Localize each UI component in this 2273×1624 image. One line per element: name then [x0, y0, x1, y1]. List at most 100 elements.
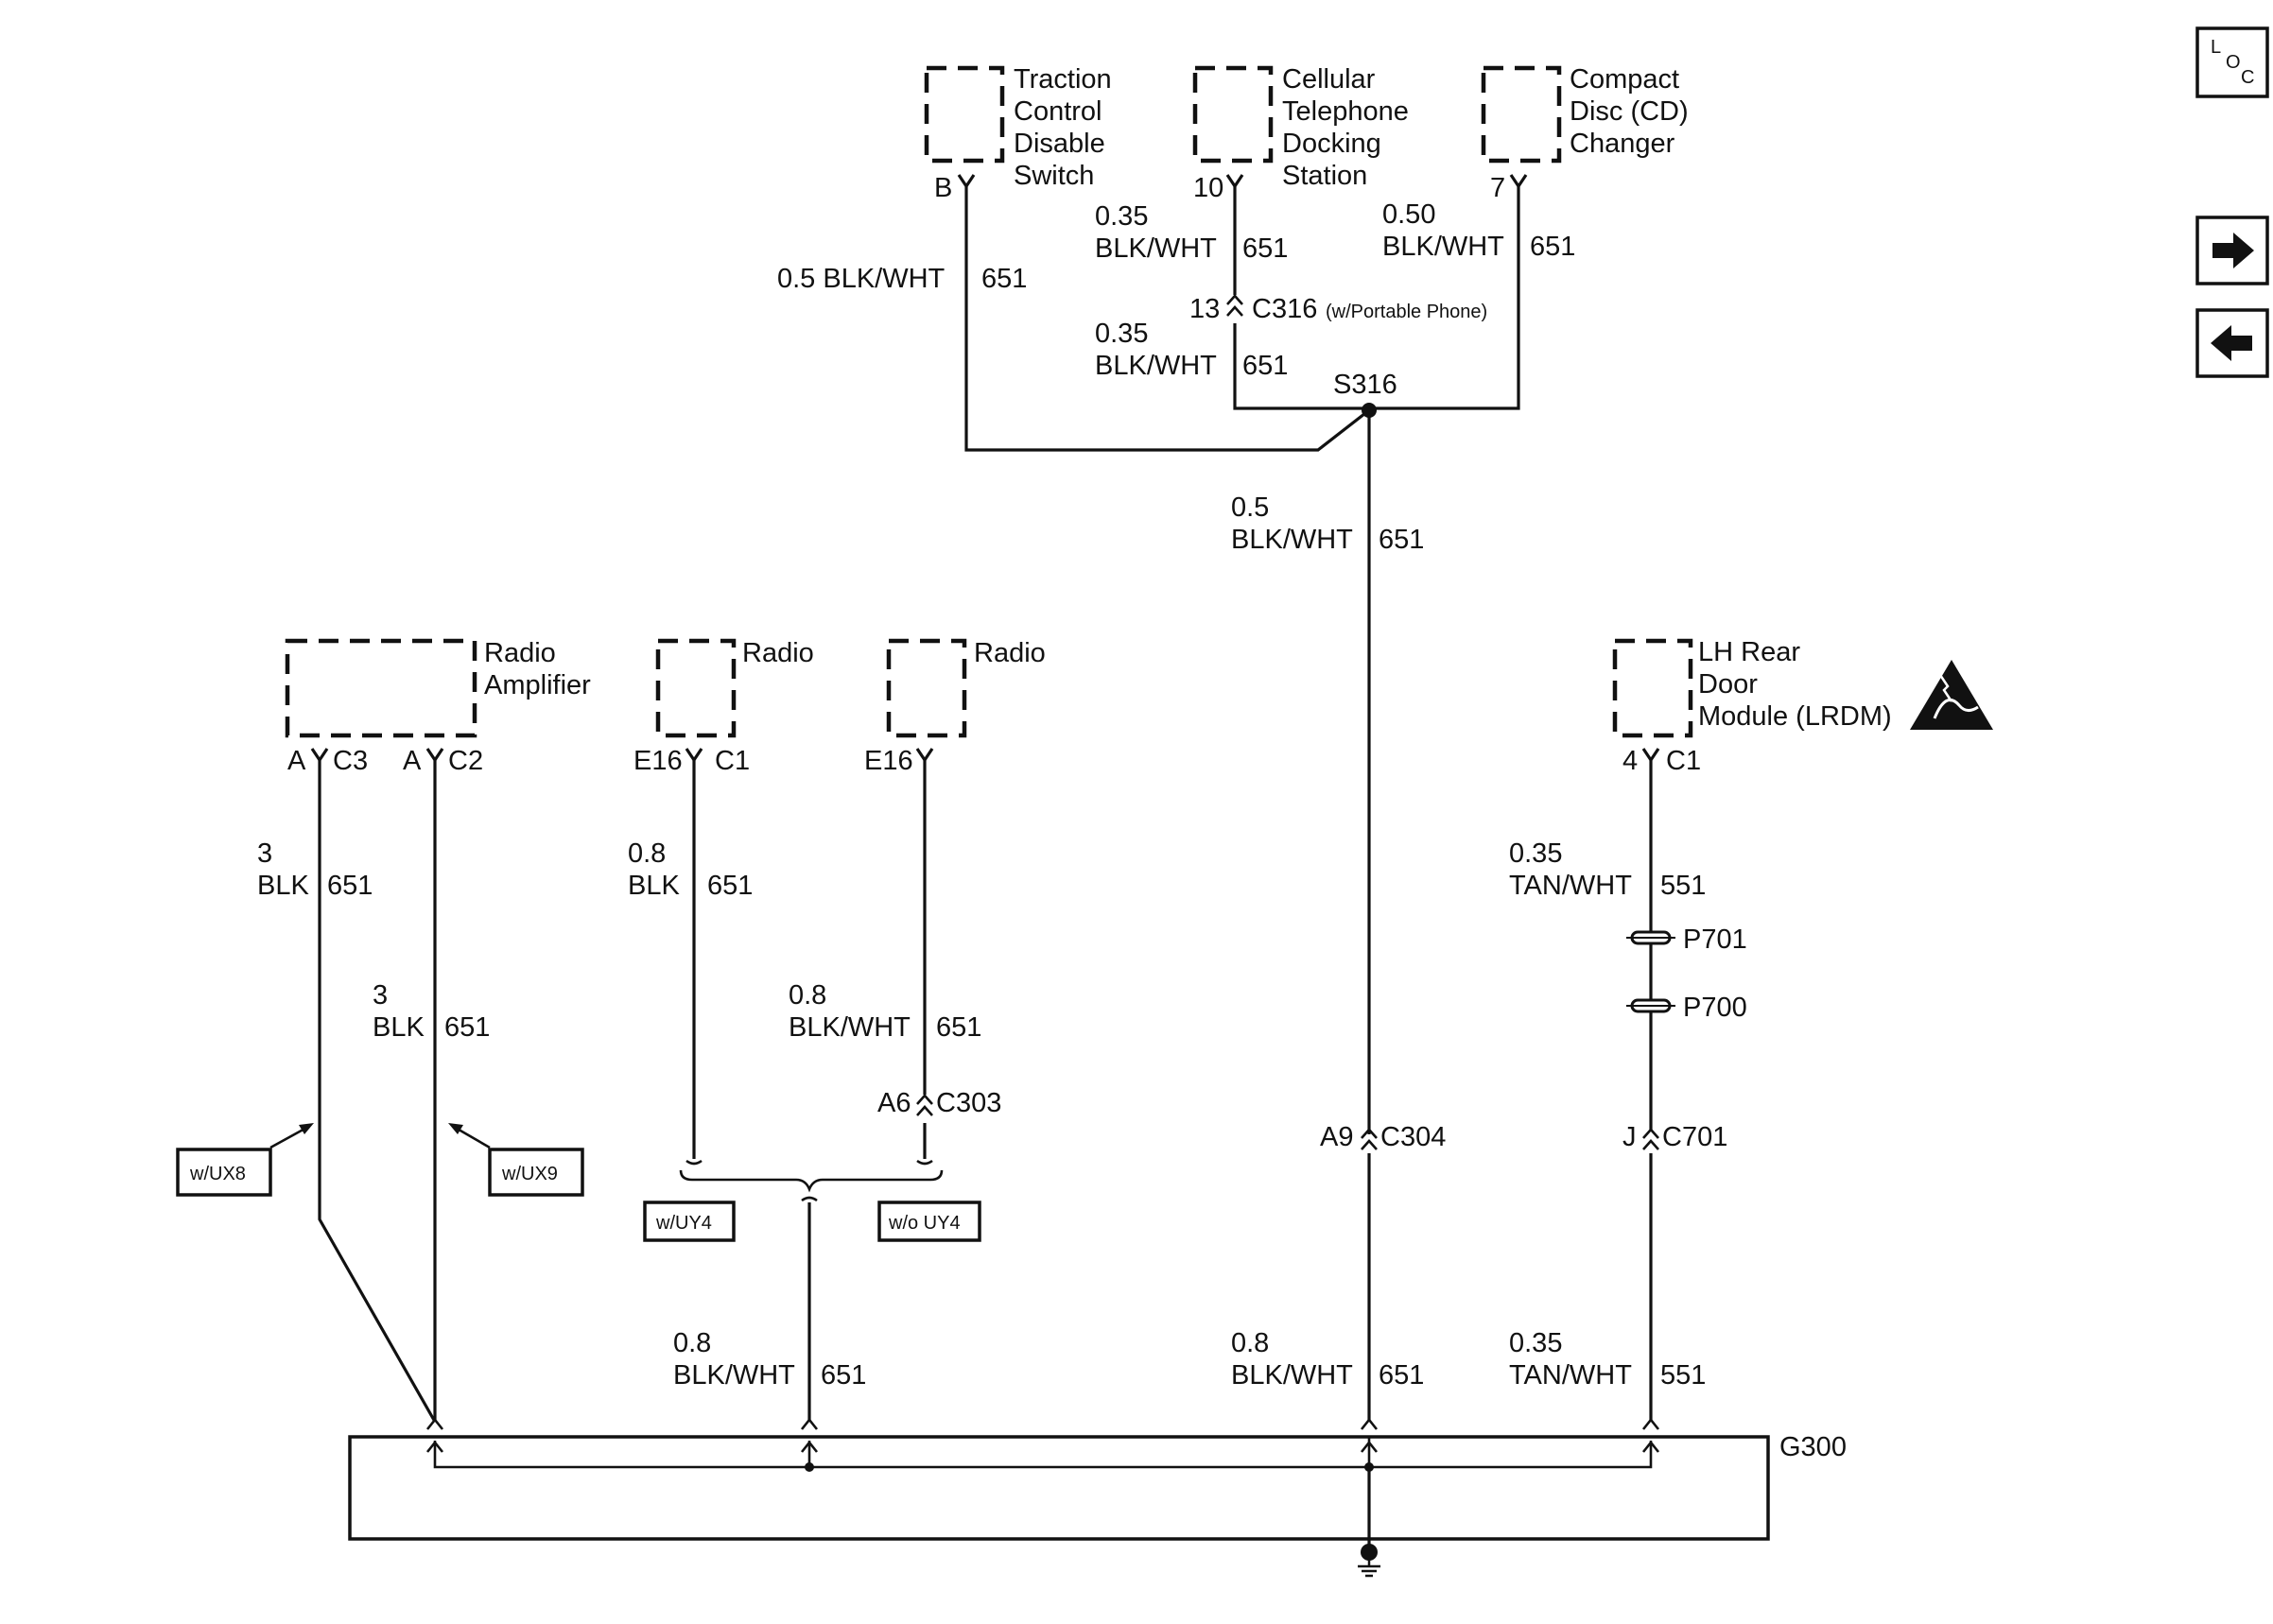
splice-label: S316 [1333, 370, 1397, 400]
amp-c2-size: 3 [373, 980, 388, 1011]
loc-icon: L O C [2211, 37, 2254, 88]
p700-label: P700 [1683, 993, 1747, 1023]
amp-c3-color: BLK [257, 871, 309, 901]
lrdm-top-size: 0.35 [1509, 838, 1562, 869]
amp-name-1: Radio [484, 638, 556, 668]
traction-name-4: Switch [1014, 161, 1094, 191]
cd-name-1: Compact [1570, 64, 1679, 95]
amp-c3-size: 3 [257, 838, 272, 869]
ground-icon [1358, 1560, 1380, 1578]
c316-note: (w/Portable Phone) [1326, 302, 1487, 322]
option-ux9: w/UX9 [448, 1123, 584, 1197]
radio-2: Radio E16 [864, 638, 1046, 776]
amp-c2-circuit: 651 [444, 1012, 490, 1043]
amp-c2-terminal [425, 748, 444, 763]
lrdm-conn: C1 [1666, 746, 1701, 776]
cellular-telephone-docking-station: Cellular Telephone Docking Station 10 [1192, 64, 1409, 203]
pass-through-p700: P700 [1626, 993, 1747, 1023]
p701-label: P701 [1683, 924, 1747, 955]
cellular-pin: 10 [1193, 173, 1223, 203]
merge-wire-break [801, 1196, 818, 1202]
cell-bottom-size: 0.35 [1095, 319, 1148, 349]
radio2-name: Radio [974, 638, 1046, 668]
previous-page-button[interactable] [2195, 308, 2269, 378]
c701-name: C701 [1662, 1122, 1727, 1152]
cd-name-3: Changer [1570, 129, 1675, 159]
traction-wire [964, 186, 1370, 452]
radio1-wire-circuit: 651 [707, 871, 753, 901]
splice-s316-dot [1362, 403, 1377, 418]
cellular-terminal [1225, 174, 1244, 189]
traction-pin: B [934, 173, 952, 203]
radio2-terminal [915, 748, 934, 763]
main-top-color: BLK/WHT [1231, 525, 1353, 555]
connector-c316: 13 C316 (w/Portable Phone) [1189, 294, 1487, 324]
cell-top-color: BLK/WHT [1095, 233, 1217, 264]
lh-rear-door-module: LH Rear Door Module (LRDM) 4 C1 [1612, 637, 1892, 776]
traction-name-3: Disable [1014, 129, 1105, 159]
traction-wire-circuit: 651 [981, 264, 1027, 294]
cd-wire-size: 0.50 [1382, 199, 1435, 230]
next-page-button[interactable] [2195, 216, 2269, 285]
esd-warning-icon [1910, 660, 1993, 730]
cell-bottom-color: BLK/WHT [1095, 351, 1217, 381]
main-bottom-color: BLK/WHT [1231, 1360, 1353, 1391]
cellular-wire-lower [1233, 323, 1369, 410]
c304-pin: A9 [1320, 1122, 1353, 1152]
location-button[interactable]: L O C [2195, 26, 2269, 98]
uy4-brace [679, 1169, 944, 1193]
c701-pin: J [1622, 1122, 1637, 1152]
traction-control-disable-switch: Traction Control Disable Switch B [924, 64, 1112, 203]
radio-amplifier: Radio Amplifier A C3 A C2 [285, 638, 591, 776]
amp-name-2: Amplifier [484, 670, 591, 700]
cell-top-circuit: 651 [1242, 233, 1288, 264]
compact-disc-changer: Compact Disc (CD) Changer 7 [1481, 64, 1689, 203]
c316-name: C316 [1252, 294, 1317, 324]
option-uy4: w/UY4 [643, 1201, 736, 1242]
lrdm-pin: 4 [1622, 746, 1638, 776]
amp-conn-c2: C2 [448, 746, 483, 776]
c303-name: C303 [936, 1088, 1001, 1118]
traction-wire-label: 0.5 BLK/WHT [777, 264, 946, 294]
radio1-terminal [685, 748, 703, 763]
option-ux8-label: w/UX8 [189, 1164, 246, 1184]
traction-name-2: Control [1014, 96, 1102, 127]
connector-c701: J C701 [1622, 1122, 1727, 1152]
amp-pin-a: A [287, 746, 306, 776]
merge-wire-size: 0.8 [673, 1328, 711, 1358]
loc-o: O [2226, 52, 2241, 73]
amp-c3-circuit: 651 [327, 871, 373, 901]
cd-wire-circuit: 651 [1530, 232, 1575, 262]
amp-c2-color: BLK [373, 1012, 425, 1043]
lrdm-top-color: TAN/WHT [1509, 871, 1632, 901]
option-ux8: w/UX8 [176, 1123, 314, 1197]
loc-l: L [2211, 37, 2221, 58]
radio1-name: Radio [742, 638, 814, 668]
cellular-name-4: Station [1282, 161, 1367, 191]
option-wo-uy4: w/o UY4 [877, 1201, 981, 1242]
amp-c3-terminal [310, 748, 329, 763]
pass-through-p701: P701 [1626, 924, 1747, 955]
radio1-wire-size: 0.8 [628, 838, 666, 869]
lrdm-name-2: Door [1698, 669, 1758, 700]
lrdm-terminal [1641, 748, 1660, 763]
c303-pin: A6 [877, 1088, 911, 1118]
radio2-wire-size: 0.8 [789, 980, 826, 1011]
traction-terminal [957, 174, 976, 189]
radio1-conn: C1 [715, 746, 750, 776]
ground-label: G300 [1779, 1432, 1847, 1462]
merge-wire-circuit: 651 [821, 1360, 866, 1391]
lrdm-bottom-circuit: 551 [1660, 1360, 1706, 1391]
cellular-name-1: Cellular [1282, 64, 1376, 95]
cd-wire [1369, 186, 1520, 410]
loc-c: C [2241, 67, 2254, 88]
cell-top-size: 0.35 [1095, 201, 1148, 232]
traction-name-1: Traction [1014, 64, 1112, 95]
cd-name-2: Disc (CD) [1570, 96, 1689, 127]
lrdm-name-3: Module (LRDM) [1698, 701, 1892, 732]
radio-1: Radio E16 C1 [633, 638, 814, 776]
ground-g300-block: G300 [348, 1417, 1847, 1578]
radio1-wire-break [685, 1159, 703, 1166]
main-top-circuit: 651 [1379, 525, 1424, 555]
